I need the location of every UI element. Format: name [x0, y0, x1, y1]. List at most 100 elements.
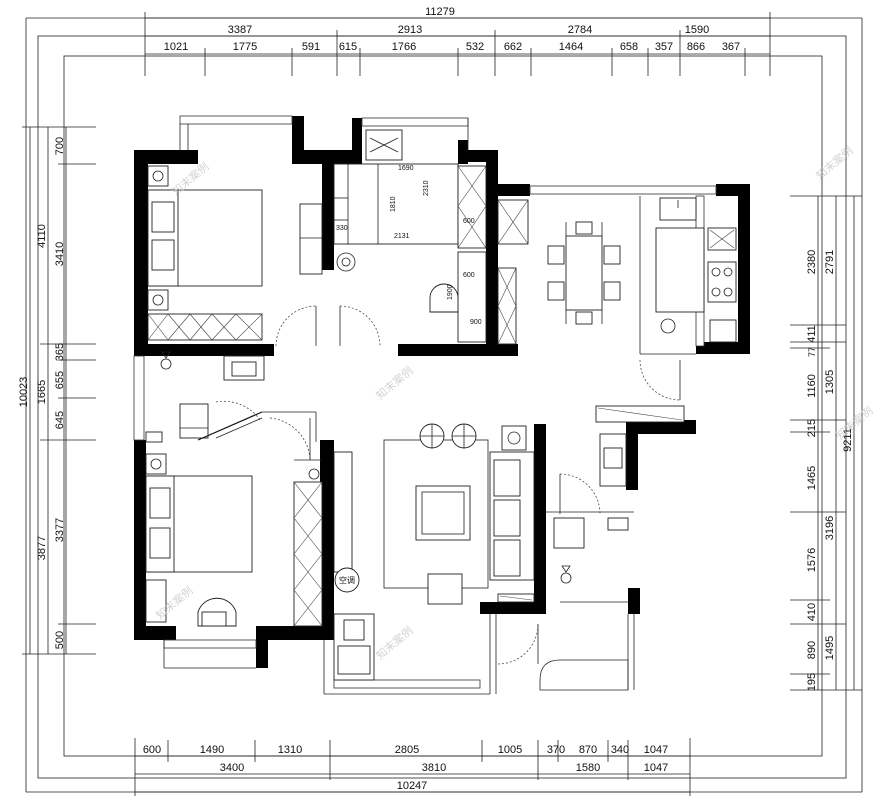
closet-dim: 1690	[398, 165, 414, 172]
watermark: 知末案例	[373, 623, 416, 662]
dim-left-mid: 4110	[36, 224, 48, 248]
dim-left-seg: 500	[54, 631, 66, 649]
dim-bottom-seg: 2805	[395, 744, 419, 756]
nightstand	[145, 579, 167, 623]
dim-bottom-seg: 870	[579, 744, 597, 756]
nightstand	[145, 453, 167, 475]
wardrobe	[293, 481, 323, 627]
dim-top-seg: 357	[655, 41, 673, 53]
stove-icon	[707, 261, 737, 303]
bathroom-2	[333, 405, 685, 681]
kitchen-island	[655, 227, 705, 313]
nightstand	[147, 165, 169, 187]
closet-dim: 2310	[423, 180, 430, 196]
cabinet-dim: 600	[463, 218, 475, 225]
closet-dim: 1810	[390, 196, 397, 212]
sink-icon	[659, 197, 697, 221]
dim-top-seg: 1464	[559, 41, 583, 53]
dim-bottom-seg: 600	[143, 744, 161, 756]
step-dim: 1900	[447, 284, 454, 300]
dim-bottom-seg: 370	[547, 744, 565, 756]
toilet	[179, 403, 209, 439]
dim-left-seg: 645	[54, 411, 66, 429]
dim-bottom-mid: 3810	[422, 762, 446, 774]
dining	[547, 221, 621, 325]
cabinet-dim: 600	[463, 272, 475, 279]
dim-top-seg: 1766	[392, 41, 416, 53]
dimension-frames	[25, 17, 863, 793]
dim-left-mid: 1665	[36, 380, 48, 404]
washer-icon	[660, 318, 676, 334]
chair	[429, 283, 459, 313]
dim-left-seg: 700	[54, 137, 66, 155]
bedroom-2	[145, 453, 323, 627]
dim-top-seg: 1775	[233, 41, 257, 53]
dim-bottom-seg: 340	[611, 744, 629, 756]
dim-top-seg: 367	[722, 41, 740, 53]
coffee-table	[415, 485, 471, 541]
dim-bottom-seg: 1005	[498, 744, 522, 756]
dim-right-seg: 1576	[806, 548, 818, 572]
dim-bottom-seg: 1047	[644, 744, 668, 756]
walls	[134, 116, 750, 668]
dim-right-seg: 411	[806, 325, 818, 343]
dim-right-mid: 2791	[824, 250, 836, 274]
closet: 1690 1810 2310 2131 330 600 600 900 1900	[333, 129, 529, 345]
kitchen	[655, 197, 737, 343]
dim-top-seg: 532	[466, 41, 484, 53]
cabinet-dim: 900	[470, 319, 482, 326]
bathroom-1	[145, 351, 317, 443]
wash-basin	[603, 447, 623, 469]
dim-right-mid: 1305	[824, 370, 836, 394]
side-table	[501, 425, 527, 451]
dim-right-mid: 3196	[824, 516, 836, 540]
dim-left-seg: 3377	[54, 518, 66, 542]
bedroom-1	[147, 165, 323, 341]
dim-top-seg: 866	[687, 41, 705, 53]
top-dimensions: 11279 3387 2913 2784 1590 1021 1775 591 …	[144, 6, 771, 76]
dim-left-seg: 3410	[54, 242, 66, 266]
dim-right-seg: 1160	[806, 374, 818, 398]
dim-right-seg: 77	[807, 347, 817, 357]
dim-left-total: 10023	[18, 377, 30, 408]
dim-right-seg: 410	[806, 603, 818, 621]
dim-bottom-seg: 1310	[278, 744, 302, 756]
ac-label: 空调	[339, 575, 355, 585]
plant-icon	[336, 252, 356, 272]
dining-table	[565, 235, 603, 311]
dim-top-seg: 615	[339, 41, 357, 53]
dim-top-seg: 1021	[164, 41, 188, 53]
dim-right-seg: 890	[806, 641, 818, 659]
dim-right-seg: 1465	[806, 466, 818, 490]
closet-dim: 2131	[394, 233, 410, 240]
dim-top-mid: 2784	[568, 24, 592, 36]
dim-right-mid: 1495	[824, 636, 836, 660]
left-dimensions: 10023 4110 1665 3877 700 3410 365 655 64…	[18, 126, 96, 655]
wardrobe	[147, 313, 263, 341]
dim-right-seg: 2380	[806, 250, 818, 274]
dim-top-seg: 658	[620, 41, 638, 53]
dim-top-seg: 591	[302, 41, 320, 53]
dim-left-mid: 3877	[36, 536, 48, 560]
dim-bottom-mid: 3400	[220, 762, 244, 774]
doors	[215, 305, 681, 665]
dim-bottom-seg: 1490	[200, 744, 224, 756]
toilet	[553, 517, 585, 549]
dim-right-total: 9211	[842, 428, 854, 452]
dim-top-total: 11279	[425, 6, 455, 18]
watermark: 知末案例	[813, 143, 856, 182]
tv-cabinet	[333, 451, 353, 573]
nightstand	[147, 289, 169, 311]
dim-bottom-mid: 1580	[576, 762, 600, 774]
dim-right-seg: 195	[806, 673, 818, 691]
desk	[299, 203, 323, 275]
dim-left-seg: 655	[54, 371, 66, 389]
ac-unit	[334, 567, 360, 593]
dim-bottom-total: 10247	[397, 780, 428, 792]
dim-top-mid: 1590	[685, 24, 709, 36]
dim-top-seg: 662	[504, 41, 522, 53]
dim-top-mid: 3387	[228, 24, 252, 36]
closet-dim: 330	[336, 225, 348, 232]
dim-bottom-mid: 1047	[644, 762, 668, 774]
